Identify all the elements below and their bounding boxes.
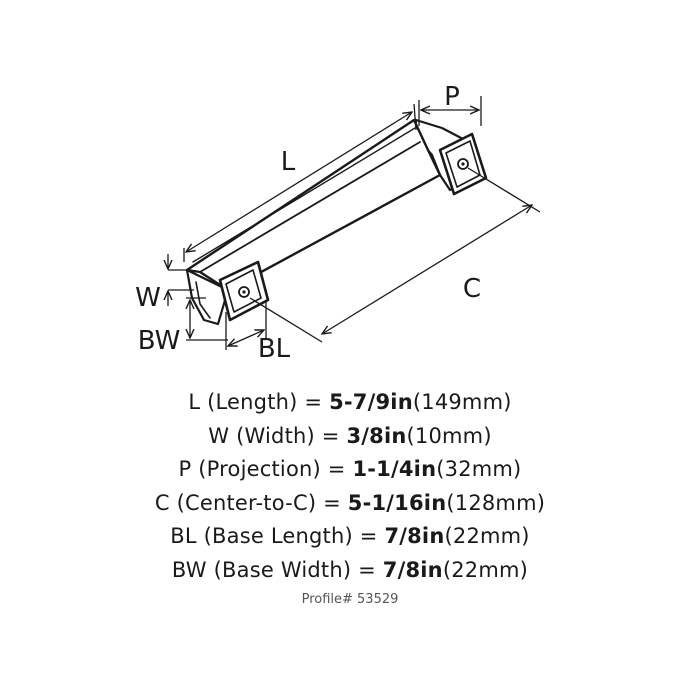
spec-value: 1-1/4in xyxy=(352,457,437,482)
near-screw-icon xyxy=(238,286,250,298)
near-base-plate xyxy=(218,260,270,322)
spec-code: BW xyxy=(171,557,207,582)
c-dimension-line xyxy=(322,205,532,334)
spec-value: 5-7/9in xyxy=(329,390,413,414)
dim-label-l: L xyxy=(281,147,296,177)
spec-name: (Projection) = xyxy=(191,457,353,482)
spec-list: L (Length) = 5-7/9in(149mm) W (Width) = … xyxy=(0,386,700,588)
spec-code: L xyxy=(188,390,201,414)
far-screw-icon xyxy=(457,158,469,170)
spec-name: (Width) = xyxy=(229,423,347,448)
spec-value: 5-1/16in xyxy=(347,490,447,515)
grip-inner-edge xyxy=(199,141,421,273)
spec-metric: (149mm) xyxy=(412,390,512,414)
dim-label-w: W xyxy=(135,283,161,313)
c-extension-near xyxy=(249,297,323,343)
spec-value: 7/8in xyxy=(384,524,445,549)
bl-dimension-line xyxy=(228,330,264,346)
spec-value: 3/8in xyxy=(346,423,407,448)
spec-metric: (10mm) xyxy=(406,423,492,448)
spec-line-projection: P (Projection) = 1-1/4in(32mm) xyxy=(0,453,700,487)
spec-code: BL xyxy=(170,524,197,549)
l-extension-right xyxy=(413,103,417,131)
c-extension-far xyxy=(467,167,541,213)
spec-metric: (22mm) xyxy=(442,557,529,582)
spec-line-center-to-center: C (Center-to-C) = 5-1/16in(128mm) xyxy=(0,487,700,521)
profile-number: Profile# 53529 xyxy=(301,592,399,607)
l-dimension-line xyxy=(186,112,412,252)
cabinet-pull-diagram: L P C W BW BL xyxy=(135,82,541,364)
spec-metric: (32mm) xyxy=(436,457,522,482)
dim-label-bl: BL xyxy=(258,334,291,364)
spec-code: P xyxy=(178,457,192,482)
near-post-shade xyxy=(195,281,211,319)
dim-label-bw: BW xyxy=(138,326,181,356)
spec-metric: (22mm) xyxy=(444,524,530,549)
dim-label-p: P xyxy=(444,82,460,112)
spec-value: 7/8in xyxy=(382,557,443,582)
spec-name: (Center-to-C) = xyxy=(169,490,348,515)
spec-line-width: W (Width) = 3/8in(10mm) xyxy=(0,420,700,454)
dimension-lines xyxy=(168,96,541,350)
spec-name: (Length) = xyxy=(200,390,330,414)
spec-name: (Base Length) = xyxy=(196,524,385,549)
dim-label-c: C xyxy=(463,274,481,304)
handle-drawing xyxy=(185,118,488,326)
spec-line-base-width: BW (Base Width) = 7/8in(22mm) xyxy=(0,554,700,588)
spec-name: (Base Width) = xyxy=(206,557,383,582)
spec-metric: (128mm) xyxy=(446,490,546,515)
spec-code: C xyxy=(154,490,170,515)
spec-line-length: L (Length) = 5-7/9in(149mm) xyxy=(0,386,700,420)
spec-code: W xyxy=(208,423,230,448)
spec-line-base-length: BL (Base Length) = 7/8in(22mm) xyxy=(0,520,700,554)
